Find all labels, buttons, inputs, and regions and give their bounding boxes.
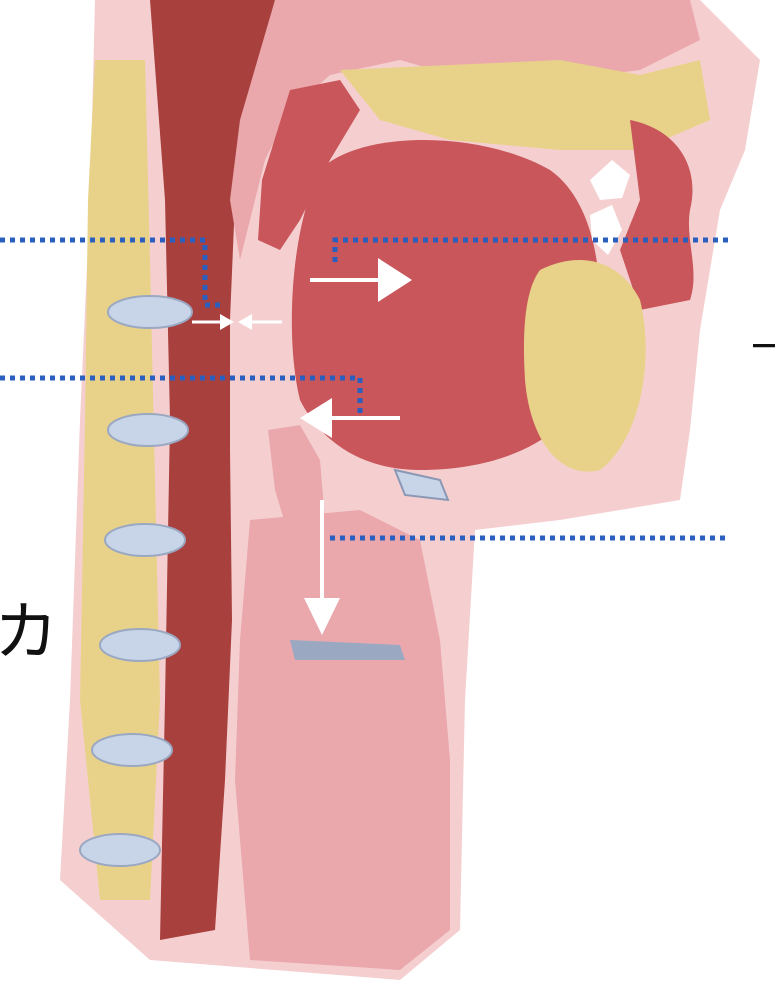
cropped-label-right: 一 — [753, 328, 775, 368]
disc — [100, 629, 180, 661]
cervical-spine — [80, 60, 160, 900]
disc — [92, 734, 172, 766]
disc — [108, 414, 188, 446]
disc — [80, 834, 160, 866]
cropped-label-left: カ — [0, 592, 58, 674]
disc — [105, 524, 185, 556]
larynx-trachea — [235, 510, 450, 970]
disc — [108, 296, 192, 328]
